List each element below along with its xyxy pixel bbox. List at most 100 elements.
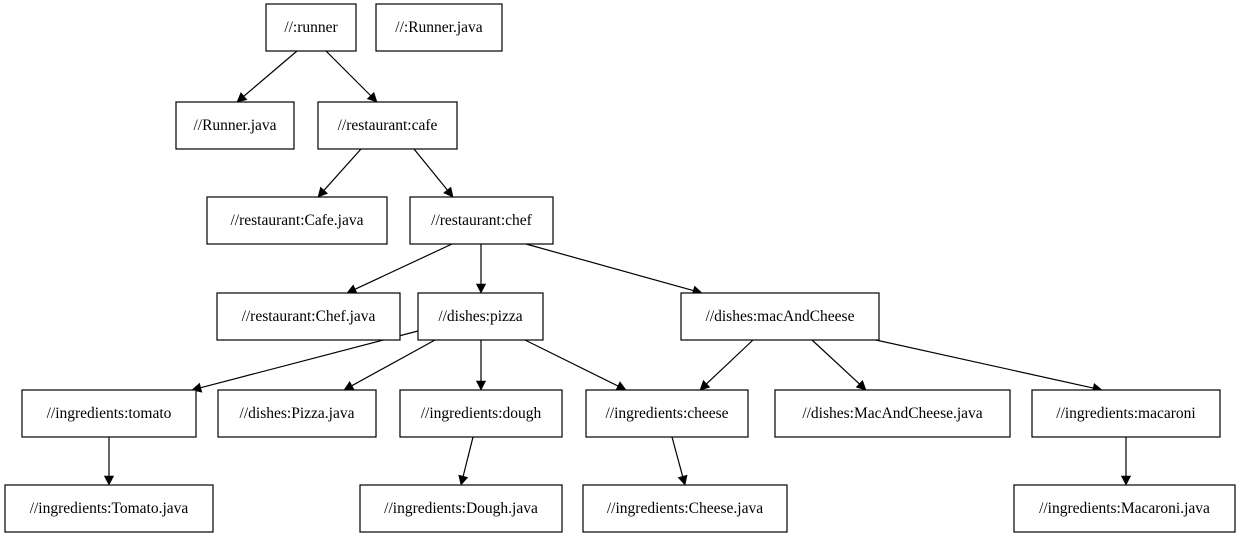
edge-arrowhead-icon — [458, 474, 469, 486]
graph-node-restaurant_cafe[interactable]: //restaurant:cafe — [317, 101, 458, 150]
edge-arrowhead-icon — [366, 91, 378, 103]
node-label: //ingredients:cheese — [605, 405, 728, 422]
graph-edge — [325, 50, 378, 103]
graph-node-runner[interactable]: //:runner — [265, 3, 357, 52]
node-label: //restaurant:Chef.java — [242, 308, 376, 325]
node-box[interactable] — [216, 292, 401, 341]
node-box[interactable] — [317, 101, 458, 150]
graph-node-ing_cheese_java[interactable]: //ingredients:Cheese.java — [582, 484, 788, 533]
node-box[interactable] — [399, 389, 563, 438]
node-box[interactable] — [359, 484, 563, 533]
edge-arrowhead-icon — [103, 475, 115, 486]
nodes-layer: //:runner //:Runner.java //Runner.java //re… — [4, 3, 1236, 533]
node-label: //dishes:pizza — [438, 308, 522, 325]
edge-arrowhead-icon — [1120, 475, 1132, 486]
edge-arrowhead-icon — [855, 379, 867, 391]
node-label: //ingredients:macaroni — [1056, 405, 1196, 422]
node-box[interactable] — [4, 484, 214, 533]
edge-arrowhead-icon — [475, 380, 487, 391]
node-box[interactable] — [774, 389, 1011, 438]
graph-edge — [317, 148, 362, 198]
graph-node-runner_java[interactable]: //Runner.java — [175, 101, 295, 150]
node-label: //ingredients:Tomato.java — [30, 500, 189, 517]
edge-line — [671, 436, 684, 477]
node-box[interactable] — [409, 196, 554, 245]
graph-node-dishes_pizza[interactable]: //dishes:pizza — [417, 292, 544, 341]
edge-line — [811, 339, 860, 385]
graph-edge — [103, 437, 115, 486]
node-box[interactable] — [582, 484, 788, 533]
edge-arrowhead-icon — [677, 474, 688, 486]
graph-node-ing_macaroni_java[interactable]: //ingredients:Macaroni.java — [1013, 484, 1236, 533]
edge-arrowhead-icon — [443, 186, 454, 198]
graph-edge — [875, 339, 1103, 393]
edge-line — [323, 148, 362, 191]
node-box[interactable] — [680, 292, 880, 341]
graph-node-dishes_macandcheese[interactable]: //dishes:macAndCheese — [680, 292, 880, 341]
node-label: //restaurant:Cafe.java — [231, 212, 364, 229]
node-box[interactable] — [1031, 389, 1221, 438]
edge-arrowhead-icon — [699, 379, 711, 391]
node-box[interactable] — [206, 196, 388, 245]
node-box[interactable] — [417, 292, 544, 341]
node-label: //dishes:MacAndCheese.java — [802, 405, 982, 422]
graph-node-restaurant_chef[interactable]: //restaurant:chef — [409, 196, 554, 245]
edge-line — [525, 243, 694, 292]
node-box[interactable] — [217, 389, 377, 438]
edge-line — [875, 339, 1094, 389]
graph-node-ing_dough[interactable]: //ingredients:dough — [399, 389, 563, 438]
node-label: //Runner.java — [193, 117, 276, 134]
node-label: //restaurant:chef — [431, 212, 533, 229]
edge-line — [524, 339, 619, 387]
node-label: //ingredients:Macaroni.java — [1039, 500, 1210, 517]
edge-line — [351, 339, 436, 387]
graph-node-ing_tomato[interactable]: //ingredients:tomato — [21, 389, 197, 438]
graph-edge — [475, 340, 487, 391]
graph-edge — [346, 243, 453, 294]
node-box[interactable] — [1013, 484, 1236, 533]
graph-node-restaurant_cafe_java[interactable]: //restaurant:Cafe.java — [206, 196, 388, 245]
node-box[interactable] — [175, 101, 295, 150]
node-label: //ingredients:Dough.java — [384, 500, 538, 517]
graph-edge — [811, 339, 867, 391]
graph-node-restaurant_chef_java[interactable]: //restaurant:Chef.java — [216, 292, 401, 341]
node-label: //:runner — [284, 19, 338, 36]
graph-node-ing_macaroni[interactable]: //ingredients:macaroni — [1031, 389, 1221, 438]
graph-edge — [524, 339, 627, 391]
node-label: //ingredients:Cheese.java — [607, 500, 763, 517]
graph-node-ing_cheese[interactable]: //ingredients:cheese — [585, 389, 749, 438]
graph-edge — [458, 436, 474, 486]
graph-node-dishes_mac_java[interactable]: //dishes:MacAndCheese.java — [774, 389, 1011, 438]
node-label: //ingredients:dough — [421, 405, 542, 422]
edge-line — [462, 436, 474, 477]
graph-edge — [671, 436, 688, 486]
graph-node-ing_dough_java[interactable]: //ingredients:Dough.java — [359, 484, 563, 533]
node-box[interactable] — [265, 3, 357, 52]
node-box[interactable] — [585, 389, 749, 438]
graph-edge — [699, 339, 754, 391]
edge-line — [243, 50, 298, 97]
node-box[interactable] — [21, 389, 197, 438]
edge-line — [413, 148, 448, 191]
edge-arrowhead-icon — [475, 283, 487, 294]
node-label: //dishes:Pizza.java — [240, 405, 355, 422]
node-label: //ingredients:tomato — [47, 405, 172, 422]
graph-node-ing_tomato_java[interactable]: //ingredients:Tomato.java — [4, 484, 214, 533]
graph-edge — [475, 244, 487, 294]
graph-node-dishes_pizza_java[interactable]: //dishes:Pizza.java — [217, 389, 377, 438]
node-box[interactable] — [375, 3, 503, 52]
node-label: //dishes:macAndCheese — [706, 308, 855, 325]
graph-edge — [525, 243, 703, 296]
edge-line — [325, 50, 372, 97]
graph-node-runner_java_root[interactable]: //:Runner.java — [375, 3, 503, 52]
edge-line — [354, 243, 453, 290]
edge-line — [706, 339, 754, 385]
graph-edge — [236, 50, 298, 103]
edge-arrowhead-icon — [236, 92, 248, 103]
graph-edge — [343, 339, 436, 391]
edge-arrowhead-icon — [317, 186, 328, 198]
graph-edge — [1120, 437, 1132, 486]
node-label: //restaurant:cafe — [338, 117, 438, 134]
graph-edge — [413, 148, 454, 198]
